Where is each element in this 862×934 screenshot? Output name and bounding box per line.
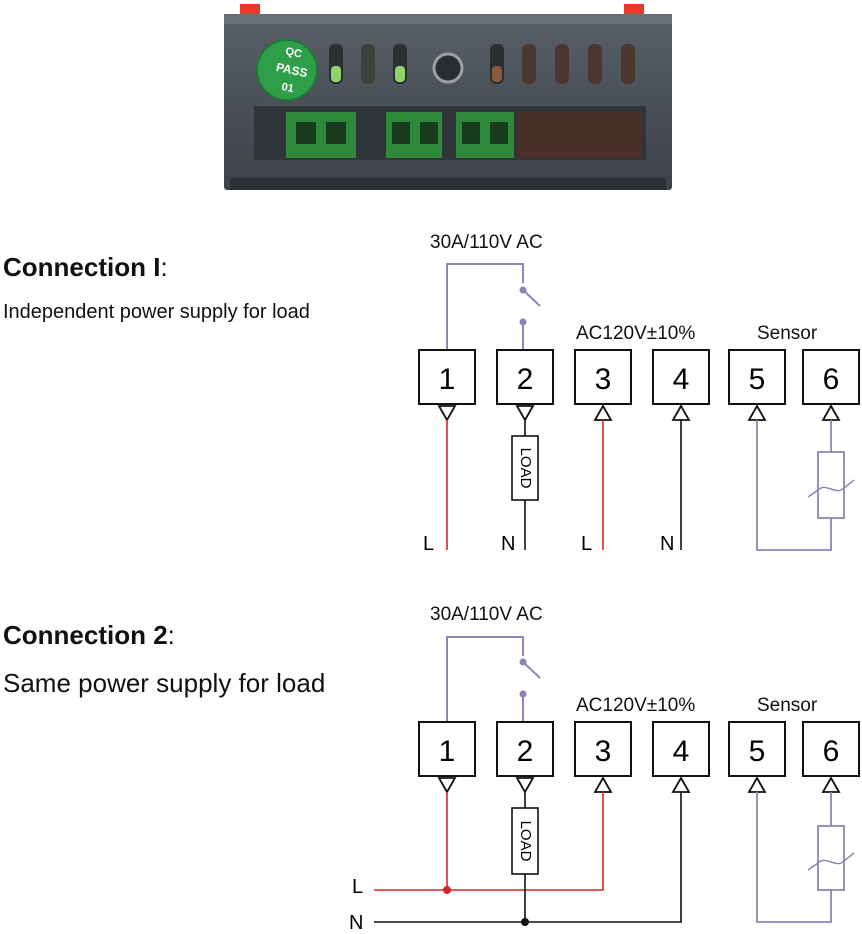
- diagram2-terminal-2: 2: [496, 721, 554, 777]
- diagram1-arrow-4: [671, 404, 691, 421]
- diagram2-arrow-5: [747, 776, 767, 793]
- diagram1-load: LOAD: [511, 435, 539, 501]
- diagram1-switch-wire: [446, 263, 524, 349]
- diagram2-switch-blade: [522, 661, 541, 679]
- diagram1-supply-label: AC120V±10%: [576, 323, 695, 344]
- diagram1-terminal-6: 6: [802, 349, 860, 405]
- diagram2-live-bus: [374, 792, 604, 891]
- diagram1-arrow-6: [821, 404, 841, 421]
- diagram1-wire-label-4: N: [660, 533, 674, 555]
- qc-line2: PASS: [275, 60, 309, 80]
- diagram2-sensor-label: Sensor: [757, 695, 818, 716]
- diagram2-terminal-3-label: 3: [595, 735, 612, 768]
- diagram2-terminal-1: 1: [418, 721, 476, 777]
- diagram2-live-junction: [443, 886, 451, 894]
- diagram1-terminal-2-label: 2: [517, 363, 534, 396]
- diagram1-sensor-loop: [756, 420, 832, 551]
- diagram2-arrow-2: [515, 777, 535, 794]
- diagram1-terminal-6-label: 6: [823, 363, 840, 396]
- diagram1-arrow-5: [747, 404, 767, 421]
- diagram1-wire-label-2: N: [501, 533, 515, 555]
- qc-line1: QC: [284, 45, 303, 60]
- controller-device-image: QC PASS 01: [224, 4, 672, 190]
- diagram1-terminal-2: 2: [496, 349, 554, 405]
- diagram2-thermistor: [807, 825, 855, 891]
- diagram2-wire-label-N: N: [349, 912, 363, 934]
- diagram2-rating: 30A/110V AC: [430, 604, 543, 625]
- diagram1-terminal-4-label: 4: [673, 363, 690, 396]
- diagram2-switch-wire: [446, 636, 524, 721]
- diagram1-wire-label-3: L: [581, 533, 592, 555]
- diagram2-arrow-1: [437, 777, 457, 794]
- diagram2: 30A/110V AC AC120V±10% Sensor 1 2 3 4 5 …: [349, 604, 860, 934]
- diagram1-thermistor: [807, 451, 855, 519]
- diagram2-terminal-1-label: 1: [439, 735, 456, 768]
- diagram1-load-label: LOAD: [517, 448, 534, 489]
- diagram1-wire-label-1: L: [423, 533, 434, 555]
- diagram1-terminal-1: 1: [418, 349, 476, 405]
- diagram2-load-label: LOAD: [517, 821, 534, 862]
- diagram1-rating: 30A/110V AC: [430, 232, 543, 253]
- diagram2-terminal-3: 3: [574, 721, 632, 777]
- diagram2-sensor-loop: [756, 792, 832, 923]
- diagram1-arrow-2: [515, 405, 535, 422]
- diagram2-wire-label-L: L: [352, 876, 363, 898]
- diagram1-terminal-3-label: 3: [595, 363, 612, 396]
- diagram1-sensor-label: Sensor: [757, 323, 818, 344]
- indicator-slots: [329, 44, 635, 84]
- diagram2-terminal-6: 6: [802, 721, 860, 777]
- diagram1-arrow-3: [593, 404, 613, 421]
- connection2-title: Connection 2:: [3, 620, 175, 650]
- diagram2-arrow-6: [821, 776, 841, 793]
- diagram1-terminal-1-label: 1: [439, 363, 456, 396]
- diagram2-neutral-bus: [374, 792, 682, 923]
- connection1-description: Independent power supply for load: [3, 301, 310, 323]
- connection2-colon: :: [167, 620, 175, 650]
- diagram1: 30A/110V AC AC120V±10% Sensor 1 2 3 4 5 …: [418, 232, 860, 555]
- green-terminal-blocks: [286, 112, 642, 158]
- diagram2-arrow-4: [671, 776, 691, 793]
- diagram2-terminal-4: 4: [652, 721, 710, 777]
- diagram2-arrow-3: [593, 776, 613, 793]
- button-hole: [432, 52, 464, 84]
- connection1-title: Connection I:: [3, 252, 168, 282]
- diagram2-load: LOAD: [511, 807, 539, 875]
- diagram2-supply-label: AC120V±10%: [576, 695, 695, 716]
- connection2-description: Same power supply for load: [3, 668, 326, 698]
- diagram2-terminal-4-label: 4: [673, 735, 690, 768]
- diagram2-terminal-5-label: 5: [749, 735, 766, 768]
- diagram1-terminal-5: 5: [728, 349, 786, 405]
- diagram2-neutral-junction: [521, 918, 529, 926]
- diagram1-switch-blade: [522, 289, 541, 307]
- diagram2-terminal-6-label: 6: [823, 735, 840, 768]
- diagram1-terminal-3: 3: [574, 349, 632, 405]
- diagram1-arrow-1: [437, 405, 457, 422]
- diagram1-terminal-4: 4: [652, 349, 710, 405]
- connection1-colon: :: [160, 252, 168, 282]
- connection2-title-text: Connection 2: [3, 620, 168, 650]
- diagram2-terminal-2-label: 2: [517, 735, 534, 768]
- diagram2-terminal-5: 5: [728, 721, 786, 777]
- connection1-title-text: Connection I: [3, 252, 161, 282]
- diagram1-terminal-5-label: 5: [749, 363, 766, 396]
- qc-pass-badge: QC PASS 01: [256, 39, 318, 101]
- qc-line3: 01: [280, 81, 294, 95]
